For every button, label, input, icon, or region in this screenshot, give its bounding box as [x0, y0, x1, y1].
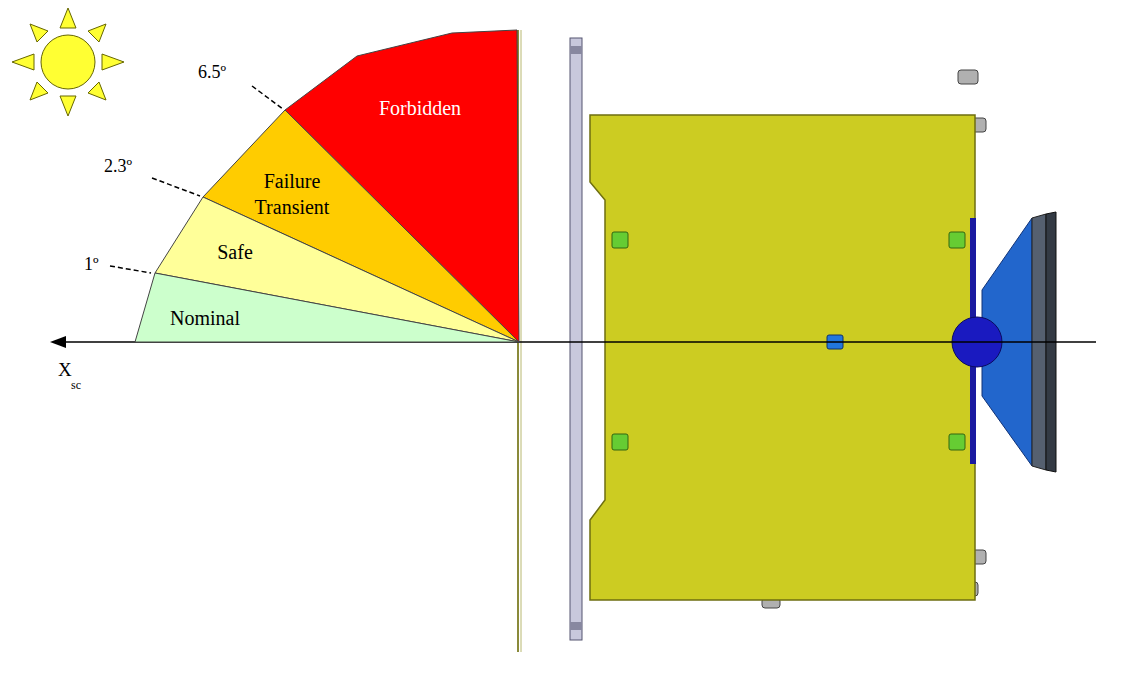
sector-label: Safe [217, 239, 253, 265]
sunshield-edge [521, 30, 522, 652]
angle-label: 2.3º [104, 156, 132, 176]
axis-label: X [58, 360, 72, 380]
sun-icon [12, 8, 124, 116]
sector-label: Failure Transient [242, 168, 342, 220]
solar-array [570, 38, 582, 640]
sector-label: Forbidden [379, 95, 461, 121]
panel [473, 18, 1122, 680]
sector-shape [135, 273, 519, 342]
fixture [612, 232, 965, 450]
sector-label: Nominal [170, 305, 240, 331]
angle-label: 6.5º [198, 62, 226, 82]
spacecraft-body [590, 115, 975, 600]
axis-subscript: sc [71, 375, 81, 395]
nominal-sector: Nominal [135, 273, 519, 342]
angle-label: 1º [84, 254, 99, 274]
